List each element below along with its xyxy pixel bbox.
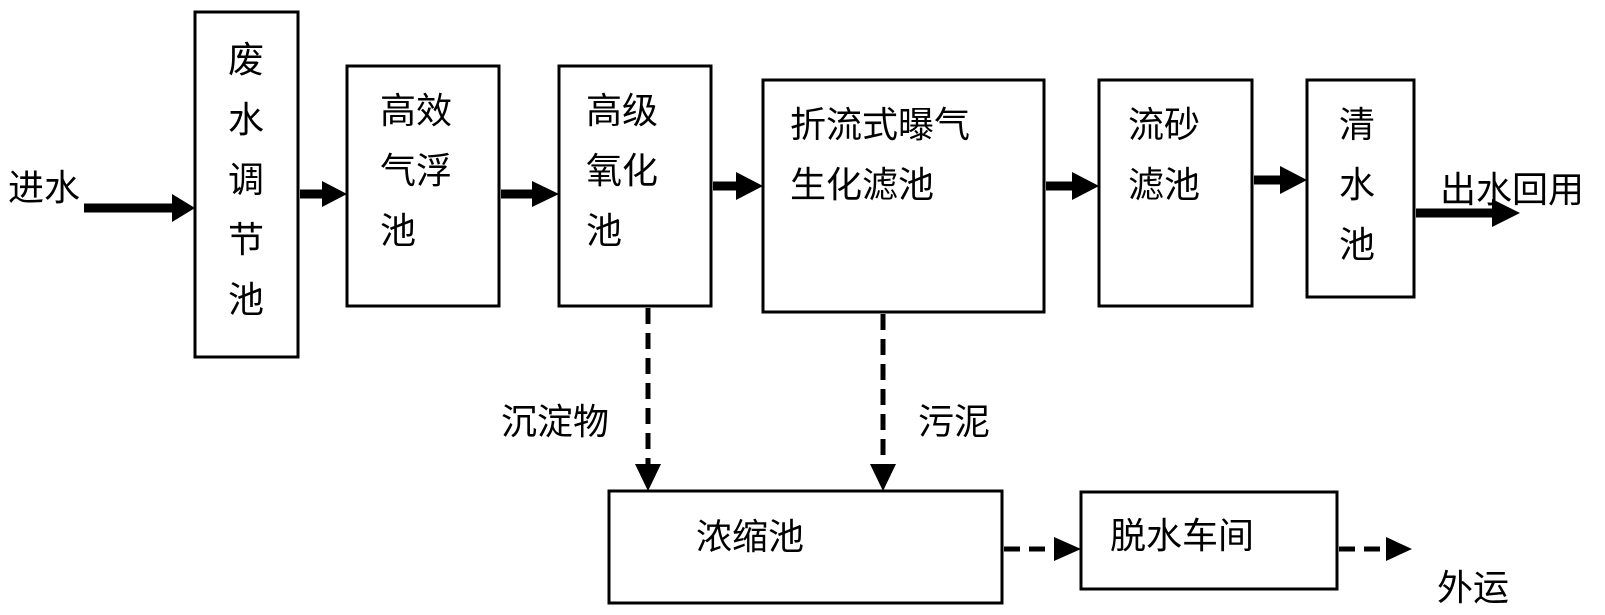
arrow-sludge-to-thickener [870,314,896,491]
arrow-equalization-to-flotation [300,181,347,207]
outflow-label: 出水回用 [1440,170,1584,211]
dewatering-workshop: 脱水车间 [1079,490,1339,591]
arrow-clearwater-to-outflow [1416,199,1520,227]
air-flotation-line-2: 气浮 [380,151,452,192]
arrow-sandfilter-to-clearwater [1254,166,1307,194]
arrow-dewatering-to-export [1339,537,1412,561]
thickener-tank: 浓缩池 [607,489,1004,605]
sludge-label: 污泥 [918,402,990,443]
biofilter-line-1: 折流式曝气 [790,105,970,146]
air-flotation-line-1: 高效 [380,91,452,132]
equalization-tank: 废 水 调 节 池 [193,10,300,359]
export-label: 外运 [1437,568,1509,609]
equalization-tank-line-4: 节 [228,220,264,261]
sand-filter-line-2: 滤池 [1128,165,1200,206]
inflow-label: 进水 [8,168,80,209]
advanced-oxidation-tank: 高级 氧化 池 [557,64,713,308]
equalization-tank-line-3: 调 [228,160,264,201]
dewatering-label: 脱水车间 [1110,516,1254,557]
arrow-inflow-to-equalization [84,194,195,222]
equalization-tank-line-2: 水 [228,100,264,141]
advanced-oxidation-line-2: 氧化 [586,151,658,192]
arrow-sediment-to-thickener [635,308,661,491]
thickener-label: 浓缩池 [696,517,804,558]
sand-filter-line-1: 流砂 [1128,105,1200,146]
clear-water-tank: 清 水 池 [1305,78,1416,299]
equalization-tank-line-1: 废 [228,40,264,81]
arrow-flotation-to-oxidation [501,181,559,207]
air-flotation-line-3: 池 [380,211,416,252]
arrow-thickener-to-dewatering [1004,537,1081,561]
advanced-oxidation-line-3: 池 [586,211,622,252]
advanced-oxidation-line-1: 高级 [586,91,658,132]
air-flotation-tank: 高效 气浮 池 [345,64,501,308]
clear-water-line-2: 水 [1339,165,1375,206]
sand-filter: 流砂 滤池 [1097,78,1254,308]
baffled-aerated-biofilter: 折流式曝气 生化滤池 [761,78,1046,314]
sediment-label: 沉淀物 [501,402,609,443]
equalization-tank-line-5: 池 [228,280,264,321]
clear-water-line-1: 清 [1339,105,1375,146]
arrow-biofilter-to-sandfilter [1046,172,1099,200]
biofilter-line-2: 生化滤池 [790,165,934,206]
arrow-oxidation-to-biofilter [713,172,763,200]
clear-water-line-3: 池 [1339,225,1375,266]
